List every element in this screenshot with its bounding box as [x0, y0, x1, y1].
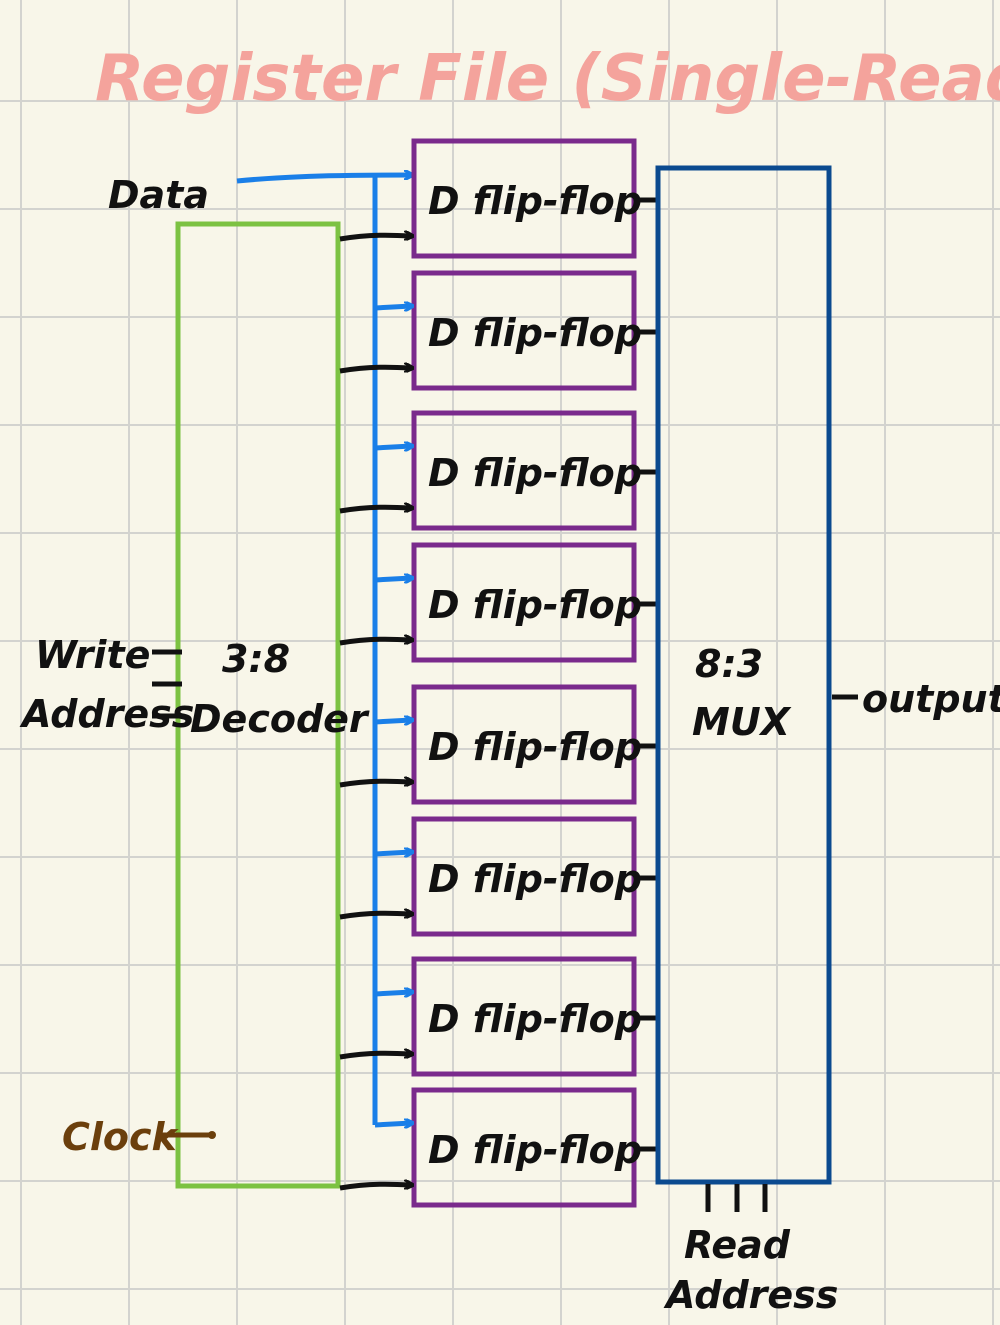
flip-flop-column: D flip-flop D flip-flop D flip-flop D flip-…: [339, 138, 660, 1208]
flip-flop-label: D flip-flop: [428, 311, 642, 355]
output-label: output: [862, 677, 1000, 721]
flip-flop-label: D flip-flop: [428, 725, 642, 769]
flip-flop-8: D flip-flop: [339, 1087, 660, 1208]
enable-wire: [339, 913, 412, 920]
flip-flop-box: [411, 138, 637, 259]
flip-flop-label: D flip-flop: [428, 1128, 642, 1172]
write-address-label-line1: Write: [35, 633, 150, 677]
flip-flop-box: [411, 684, 637, 805]
clock-label: Clock: [62, 1115, 180, 1159]
data-tap-wire: [374, 992, 412, 994]
enable-wire: [339, 639, 412, 646]
data-tap-wire: [374, 446, 412, 448]
flip-flop-4: D flip-flop: [339, 542, 660, 663]
enable-wire: [339, 235, 412, 242]
decoder-box: [175, 221, 341, 1189]
mux-box: [655, 165, 832, 1185]
decoder-label-name: Decoder: [190, 697, 370, 741]
data-input-label: Data: [108, 173, 209, 217]
data-tap-wire: [374, 720, 412, 722]
data-tap-wire: [374, 306, 412, 308]
data-input-wire: [236, 175, 412, 184]
flip-flop-box: [411, 956, 637, 1077]
flip-flop-6: D flip-flop: [339, 816, 660, 937]
clock-wire-end: [208, 1131, 216, 1139]
flip-flop-label: D flip-flop: [428, 451, 642, 495]
flip-flop-1: D flip-flop: [339, 138, 660, 259]
enable-wire: [339, 781, 412, 788]
write-address-wires: [152, 649, 182, 719]
enable-wire: [339, 507, 412, 514]
enable-wire: [339, 1184, 412, 1191]
flip-flop-7: D flip-flop: [339, 956, 660, 1077]
enable-wire: [339, 367, 412, 374]
data-tap-wire: [374, 578, 412, 580]
read-address-wires: [705, 1184, 768, 1212]
flip-flop-box: [411, 410, 637, 531]
read-address-label-line1: Read: [684, 1223, 791, 1267]
decoder-label-ratio: 3:8: [222, 637, 290, 681]
flip-flop-5: D flip-flop: [339, 684, 660, 805]
enable-wire: [339, 1053, 412, 1060]
mux-label-name: MUX: [692, 700, 792, 744]
read-address-label-line2: Address: [663, 1273, 838, 1317]
mux-label-ratio: 8:3: [695, 642, 763, 686]
flip-flop-label: D flip-flop: [428, 857, 642, 901]
data-tap-wire: [374, 852, 412, 854]
diagram-title: Register File (Single-Read): [95, 42, 1000, 116]
flip-flop-box: [411, 1087, 637, 1208]
flip-flop-3: D flip-flop: [339, 410, 660, 531]
flip-flop-box: [411, 270, 637, 391]
flip-flop-box: [411, 816, 637, 937]
flip-flop-label: D flip-flop: [428, 997, 642, 1041]
data-tap-wire: [374, 1123, 412, 1125]
flip-flop-label: D flip-flop: [428, 179, 642, 223]
flip-flop-label: D flip-flop: [428, 583, 642, 627]
flip-flop-2: D flip-flop: [339, 270, 660, 391]
flip-flop-box: [411, 542, 637, 663]
